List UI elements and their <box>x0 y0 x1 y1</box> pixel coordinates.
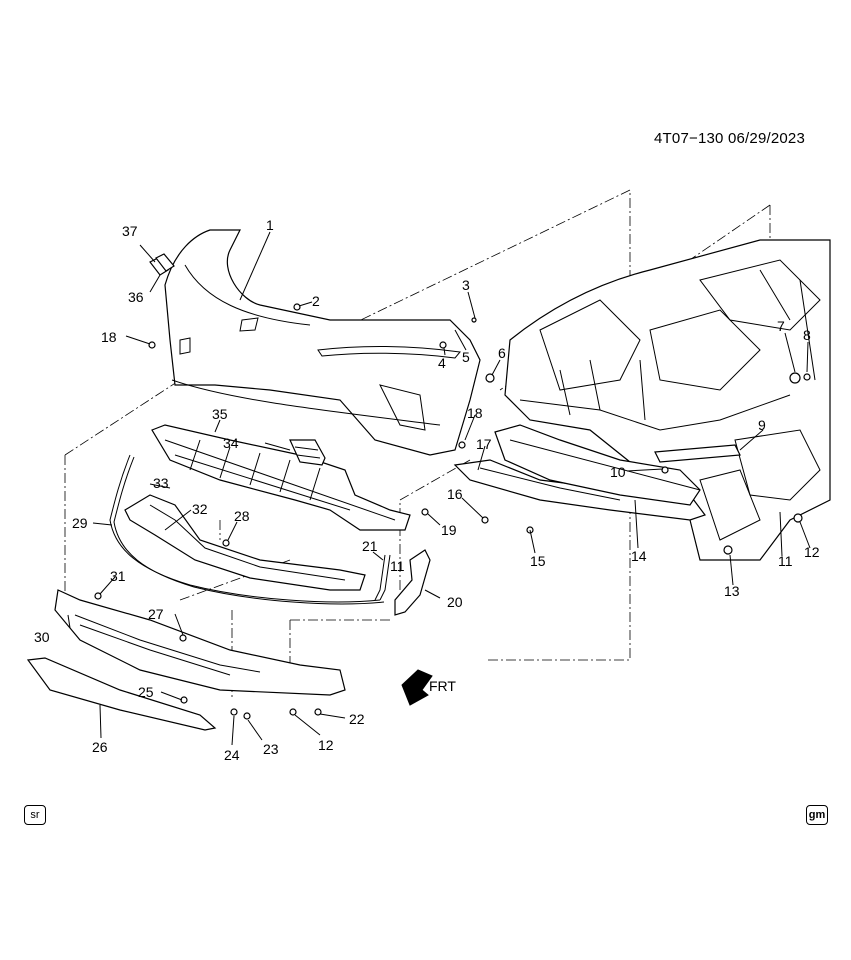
part-30-lower-fascia <box>54 589 346 696</box>
part-37-clip <box>149 253 175 276</box>
callout-11-left: 11 <box>390 558 405 574</box>
callout-36: 36 <box>128 289 144 305</box>
part-29-wiring-harness <box>109 454 385 605</box>
callout-21: 21 <box>362 538 378 554</box>
callout-4: 4 <box>438 355 446 371</box>
diagram-code-date: 4T07−130 06/29/2023 <box>654 130 806 147</box>
callout-12-right: 12 <box>804 544 820 560</box>
callout-12-bottom: 12 <box>318 737 334 753</box>
callout-37: 37 <box>122 223 138 239</box>
callout-10: 10 <box>610 464 626 480</box>
callout-7: 7 <box>777 318 785 334</box>
callout-28: 28 <box>234 508 250 524</box>
callout-1: 1 <box>266 217 274 233</box>
callout-labels: 1 2 3 4 5 6 7 8 9 10 11 11 12 12 13 14 1… <box>34 217 820 763</box>
part-14-bumper-reinforcement <box>494 424 701 506</box>
gm-logo-badge: gm <box>806 805 828 825</box>
part-17-energy-absorber <box>453 459 706 521</box>
callout-27: 27 <box>148 606 164 622</box>
callout-3: 3 <box>462 277 470 293</box>
part-32-lower-bracket <box>124 494 366 591</box>
callout-15: 15 <box>530 553 546 569</box>
part-34-insert <box>289 439 326 466</box>
callout-29: 29 <box>72 515 88 531</box>
callout-18-right: 18 <box>467 405 483 421</box>
callout-19: 19 <box>441 522 457 538</box>
callout-5: 5 <box>462 349 470 365</box>
leader-lines <box>67 231 811 746</box>
callout-8: 8 <box>803 327 811 343</box>
callout-35: 35 <box>212 406 228 422</box>
callout-25: 25 <box>138 684 154 700</box>
callout-24: 24 <box>224 747 240 763</box>
callout-34: 34 <box>223 435 239 451</box>
part-1-front-bumper-fascia <box>164 229 481 456</box>
callout-33: 33 <box>153 475 169 491</box>
sr-badge: sr <box>24 805 46 825</box>
callout-23: 23 <box>263 741 279 757</box>
front-direction-arrow-icon <box>401 669 433 706</box>
part-35-grille <box>151 424 411 531</box>
part-9-upper-tie-bar <box>654 444 741 463</box>
callout-14: 14 <box>631 548 647 564</box>
callout-6: 6 <box>498 345 506 361</box>
callout-2: 2 <box>312 293 320 309</box>
callout-20: 20 <box>447 594 463 610</box>
callout-26: 26 <box>92 739 108 755</box>
callout-31: 31 <box>110 568 126 584</box>
callout-17: 17 <box>476 436 492 452</box>
front-direction-label: FRT <box>429 678 456 694</box>
part-21-hose <box>374 554 391 601</box>
callout-16: 16 <box>447 486 463 502</box>
callout-9: 9 <box>758 417 766 433</box>
callout-22: 22 <box>349 711 365 727</box>
part-20-bracket <box>394 549 431 616</box>
callout-11-right: 11 <box>778 553 793 569</box>
callout-18-left: 18 <box>101 329 117 345</box>
engine-compartment <box>504 239 831 561</box>
callout-32: 32 <box>192 501 208 517</box>
part-26-skid-plate <box>26 657 217 731</box>
callout-30: 30 <box>34 629 50 645</box>
callout-13: 13 <box>724 583 740 599</box>
